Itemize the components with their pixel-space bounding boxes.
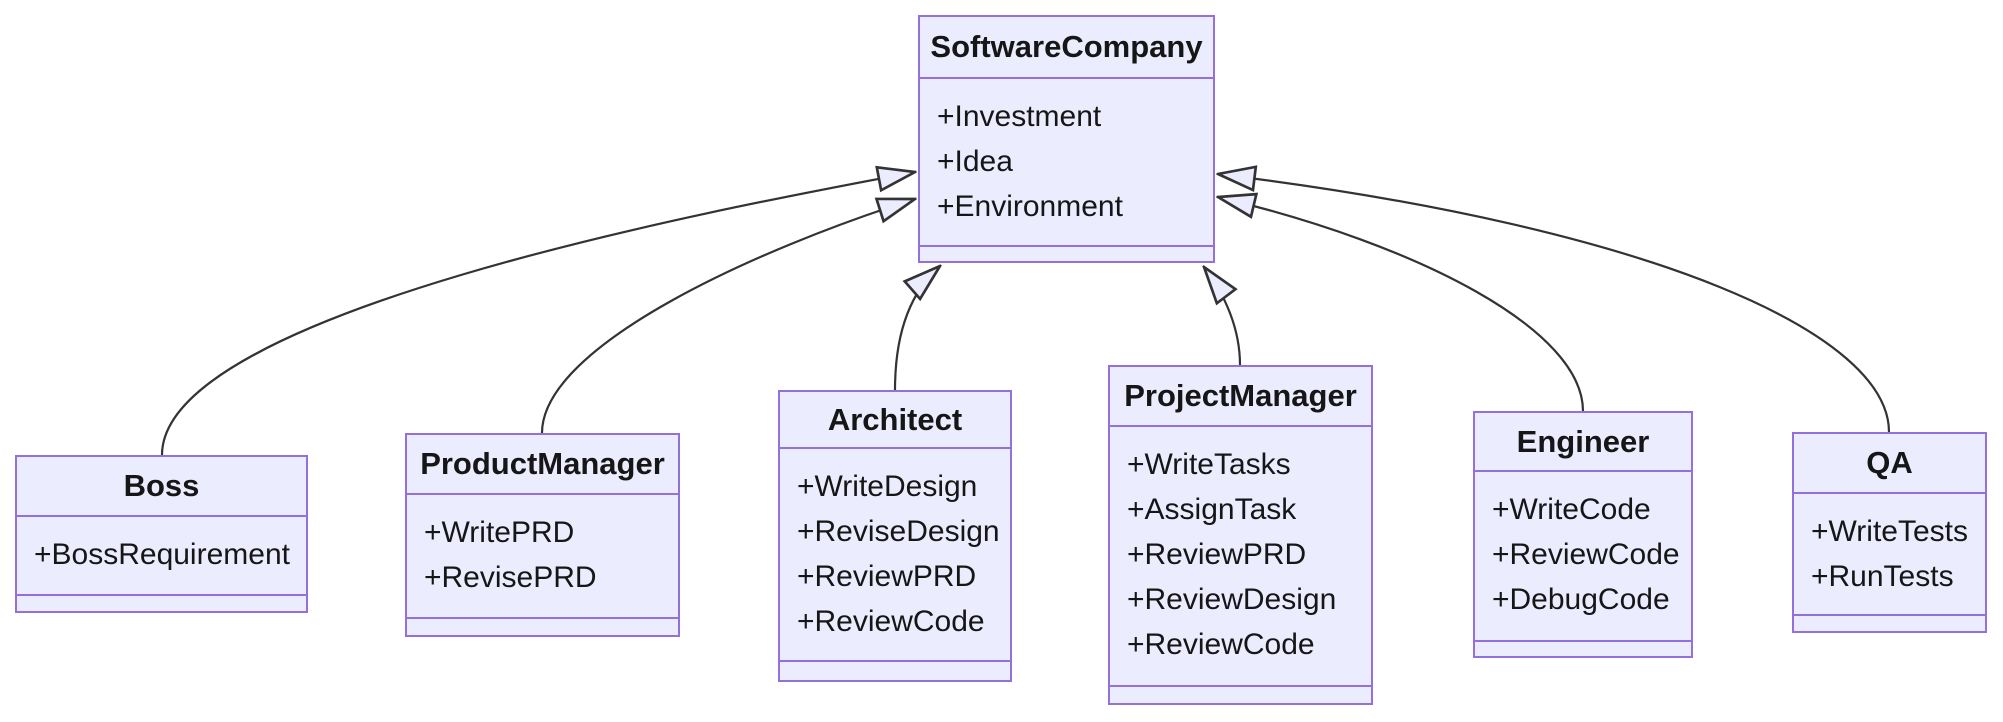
class-attribute: +ReviewCode: [1127, 628, 1315, 661]
class-node-product-manager: ProductManager +WritePRD +RevisePRD: [405, 433, 680, 637]
class-attributes-engineer: +WriteCode +ReviewCode +DebugCode: [1475, 472, 1691, 640]
class-node-software-company: SoftwareCompany +Investment +Idea +Environm…: [918, 15, 1215, 263]
class-attribute: +ReviewPRD: [1127, 538, 1307, 571]
class-attribute: +Idea: [937, 145, 1013, 178]
class-title-project-manager: ProjectManager: [1110, 367, 1371, 427]
class-node-qa: QA +WriteTests +RunTests: [1792, 432, 1987, 633]
class-attribute: +Investment: [937, 100, 1102, 133]
class-attributes-product-manager: +WritePRD +RevisePRD: [407, 495, 678, 617]
class-methods-project-manager: [1110, 685, 1371, 707]
class-title-product-manager: ProductManager: [407, 435, 678, 495]
class-title-architect: Architect: [780, 392, 1010, 449]
class-attributes-software-company: +Investment +Idea +Environment: [920, 79, 1213, 245]
class-attribute: +AssignTask: [1127, 493, 1297, 526]
class-attribute: +ReviseDesign: [797, 515, 1000, 548]
class-attribute: +WriteDesign: [797, 470, 978, 503]
class-node-project-manager: ProjectManager +WriteTasks +AssignTask +Rev…: [1108, 365, 1373, 705]
class-attribute: +RunTests: [1811, 560, 1954, 593]
inheritance-edge-product-manager-to-software-company: [540, 199, 915, 434]
class-title-boss: Boss: [17, 457, 306, 517]
class-attributes-boss: +BossRequirement: [17, 517, 306, 594]
class-attribute: +WriteTasks: [1127, 448, 1291, 481]
class-attribute: +ReviewPRD: [797, 560, 977, 593]
class-attribute: +ReviewCode: [797, 605, 985, 638]
inheritance-edge-qa-to-software-company: [1218, 174, 1891, 433]
class-node-engineer: Engineer +WriteCode +ReviewCode +DebugCode: [1473, 411, 1693, 658]
class-attribute: +WriteTests: [1811, 515, 1968, 548]
class-methods-product-manager: [407, 617, 678, 639]
class-title-software-company: SoftwareCompany: [920, 17, 1213, 79]
class-attribute: +WritePRD: [424, 516, 575, 549]
class-methods-architect: [780, 660, 1010, 684]
class-methods-qa: [1794, 614, 1985, 635]
inheritance-edge-architect-to-software-company: [893, 266, 940, 391]
class-methods-boss: [17, 594, 306, 615]
class-title-qa: QA: [1794, 434, 1985, 494]
class-attributes-project-manager: +WriteTasks +AssignTask +ReviewPRD +ReviewD…: [1110, 427, 1371, 685]
class-methods-software-company: [920, 245, 1213, 265]
inheritance-edge-project-manager-to-software-company: [1204, 267, 1242, 366]
inheritance-edge-boss-to-software-company: [160, 172, 915, 456]
class-attribute: +ReviewDesign: [1127, 583, 1337, 616]
class-attribute: +BossRequirement: [34, 538, 290, 571]
class-attribute: +DebugCode: [1492, 583, 1670, 616]
class-attribute: +WriteCode: [1492, 493, 1651, 526]
class-attribute: +Environment: [937, 190, 1123, 223]
class-methods-engineer: [1475, 640, 1691, 660]
class-attributes-architect: +WriteDesign +ReviseDesign +ReviewPRD +Revi…: [780, 449, 1010, 660]
class-attribute: +ReviewCode: [1492, 538, 1680, 571]
class-node-boss: Boss +BossRequirement: [15, 455, 308, 613]
class-attributes-qa: +WriteTests +RunTests: [1794, 494, 1985, 614]
class-title-engineer: Engineer: [1475, 413, 1691, 472]
class-attribute: +RevisePRD: [424, 561, 597, 594]
class-node-architect: Architect +WriteDesign +ReviseDesign +Revie…: [778, 390, 1012, 682]
inheritance-edge-engineer-to-software-company: [1218, 197, 1585, 412]
